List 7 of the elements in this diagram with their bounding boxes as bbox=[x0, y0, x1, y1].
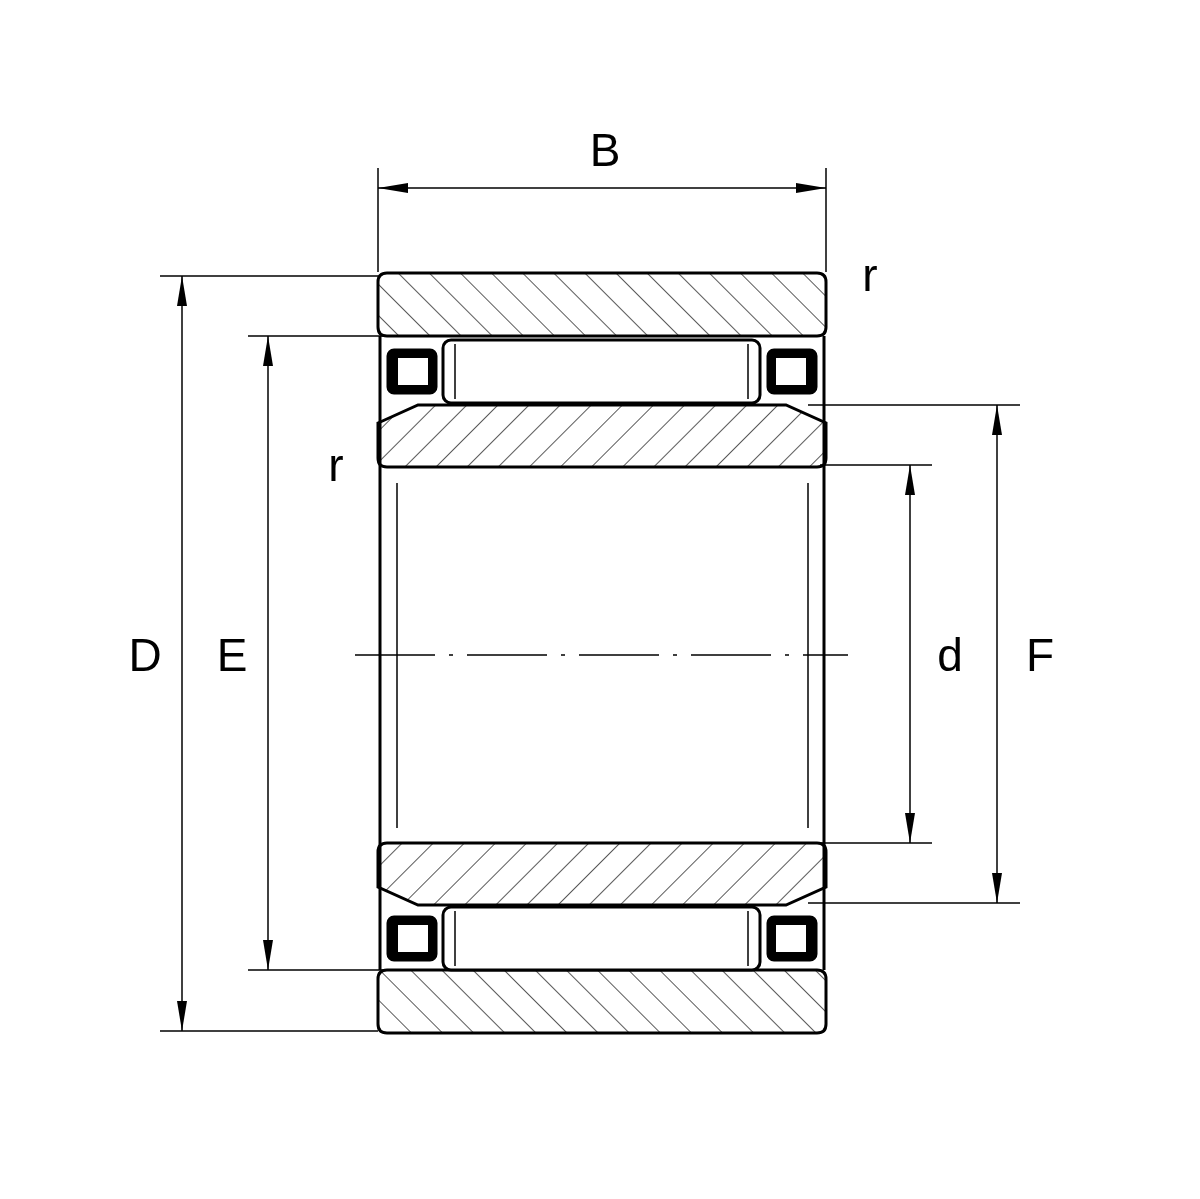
dimension-label: r bbox=[862, 252, 878, 298]
dimension-label: B bbox=[589, 127, 621, 173]
dimension-label: E bbox=[216, 632, 248, 678]
dimension-label: D bbox=[128, 632, 162, 678]
dimension-label: r bbox=[328, 442, 344, 488]
dimension-label: F bbox=[1025, 632, 1055, 678]
dimension-label: d bbox=[937, 632, 963, 678]
